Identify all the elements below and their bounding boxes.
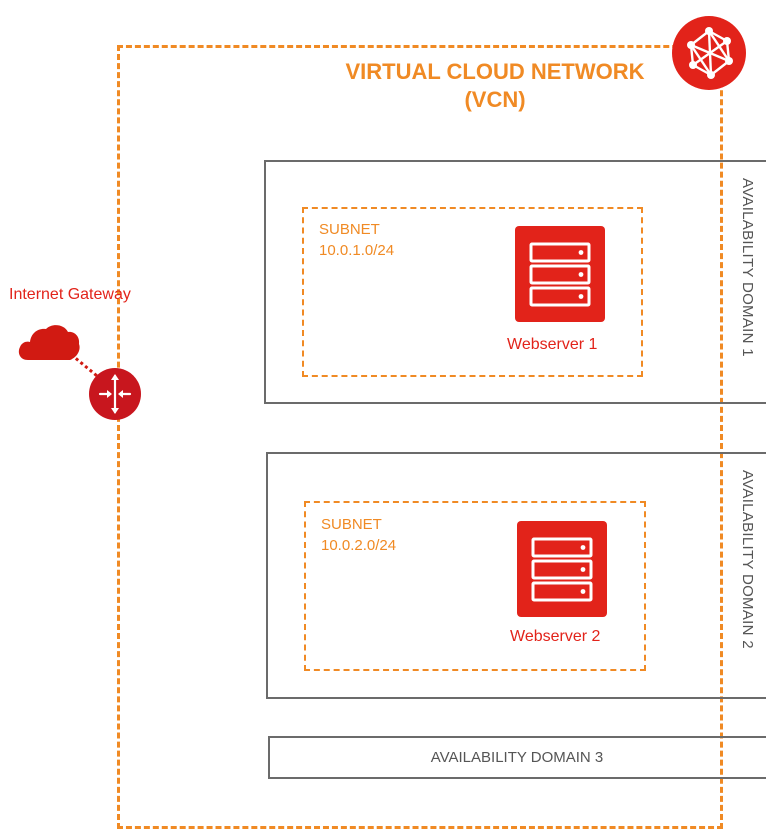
availability-domain-2-label: AVAILABILITY DOMAIN 2 bbox=[739, 470, 756, 649]
subnet-1-title: SUBNET bbox=[319, 221, 380, 238]
server-icon bbox=[515, 226, 605, 322]
subnet-1-text: SUBNET 10.0.1.0/24 bbox=[319, 219, 394, 261]
network-mesh-icon bbox=[672, 16, 746, 90]
availability-domain-2 bbox=[266, 452, 766, 699]
cloud-icon bbox=[18, 325, 80, 360]
vcn-title-line1: VIRTUAL CLOUD NETWORK bbox=[345, 59, 645, 84]
vcn-title-line2: (VCN) bbox=[464, 87, 526, 112]
server-icon bbox=[517, 521, 607, 617]
subnet-2-cidr: 10.0.2.0/24 bbox=[321, 537, 397, 554]
router-icon bbox=[89, 368, 141, 420]
internet-gateway-label: Internet Gateway bbox=[9, 286, 131, 303]
subnet-1 bbox=[302, 207, 643, 377]
availability-domain-3-label: AVAILABILITY DOMAIN 3 bbox=[430, 749, 604, 766]
availability-domain-1 bbox=[264, 160, 766, 404]
subnet-2-text: SUBNET 10.0.2.0/24 bbox=[321, 514, 396, 556]
webserver-2-label: Webserver 2 bbox=[510, 628, 601, 645]
availability-domain-3 bbox=[268, 736, 766, 779]
availability-domain-1-label: AVAILABILITY DOMAIN 1 bbox=[739, 178, 756, 357]
subnet-2-title: SUBNET bbox=[321, 516, 382, 533]
subnet-2 bbox=[304, 501, 646, 671]
subnet-1-cidr: 10.0.1.0/24 bbox=[319, 242, 395, 259]
vcn-container bbox=[117, 45, 723, 829]
webserver-1-label: Webserver 1 bbox=[507, 336, 598, 353]
vcn-title: VIRTUAL CLOUD NETWORK (VCN) bbox=[300, 58, 690, 114]
